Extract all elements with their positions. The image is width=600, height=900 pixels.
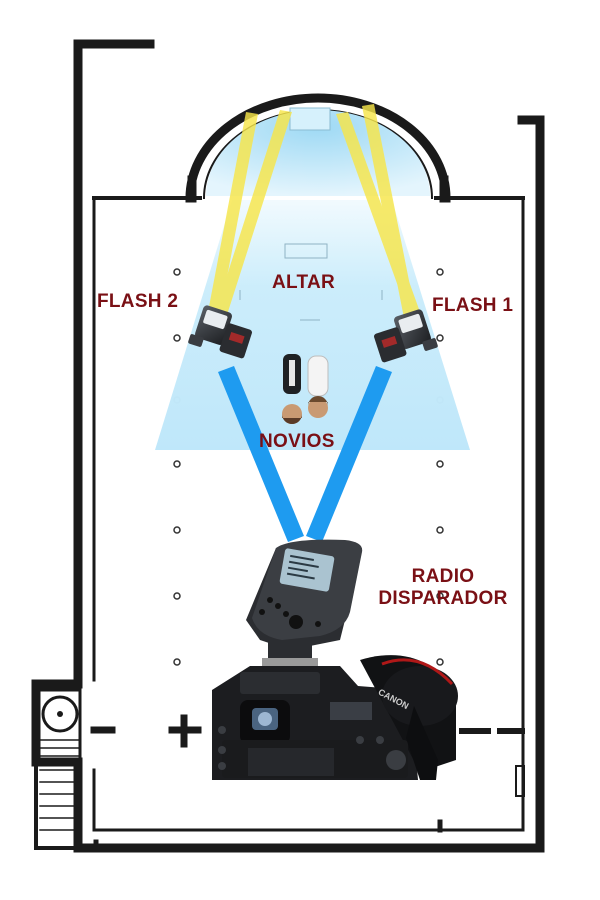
altar-outline (239, 243, 383, 321)
label-flash-1: FLASH 1 (432, 295, 514, 316)
spiral-stair-icon (41, 695, 79, 733)
label-altar: ALTAR (272, 272, 336, 293)
label-radio-trigger: RADIO DISPARADOR (366, 566, 520, 610)
flash-beams (208, 104, 420, 318)
cross-pier (168, 714, 202, 748)
stair-wall (34, 760, 80, 850)
label-flash-2: FLASH 2 (97, 291, 179, 312)
right-niche (515, 765, 525, 797)
label-novios: NOVIOS (259, 431, 335, 452)
inner-wall-right (92, 198, 525, 832)
flash-1-icon (374, 309, 438, 363)
column-dots (173, 268, 444, 666)
bottom-notch (93, 819, 443, 851)
flash-2-icon (188, 305, 252, 359)
radio-trigger-icon (246, 539, 363, 668)
stair-treads (39, 739, 79, 831)
church-walls (31, 39, 545, 853)
couple-icon (282, 354, 329, 424)
camera-icon: CANON (212, 655, 458, 780)
radio-signal-lines (218, 366, 392, 542)
label-radio-trigger-line1: RADIO (411, 566, 475, 587)
stair-tower (34, 688, 82, 764)
outer-wall-right (87, 115, 545, 853)
altar-niche (289, 107, 331, 131)
label-radio-trigger-line2: DISPARADOR (378, 588, 508, 609)
apse-outer (185, 93, 451, 203)
